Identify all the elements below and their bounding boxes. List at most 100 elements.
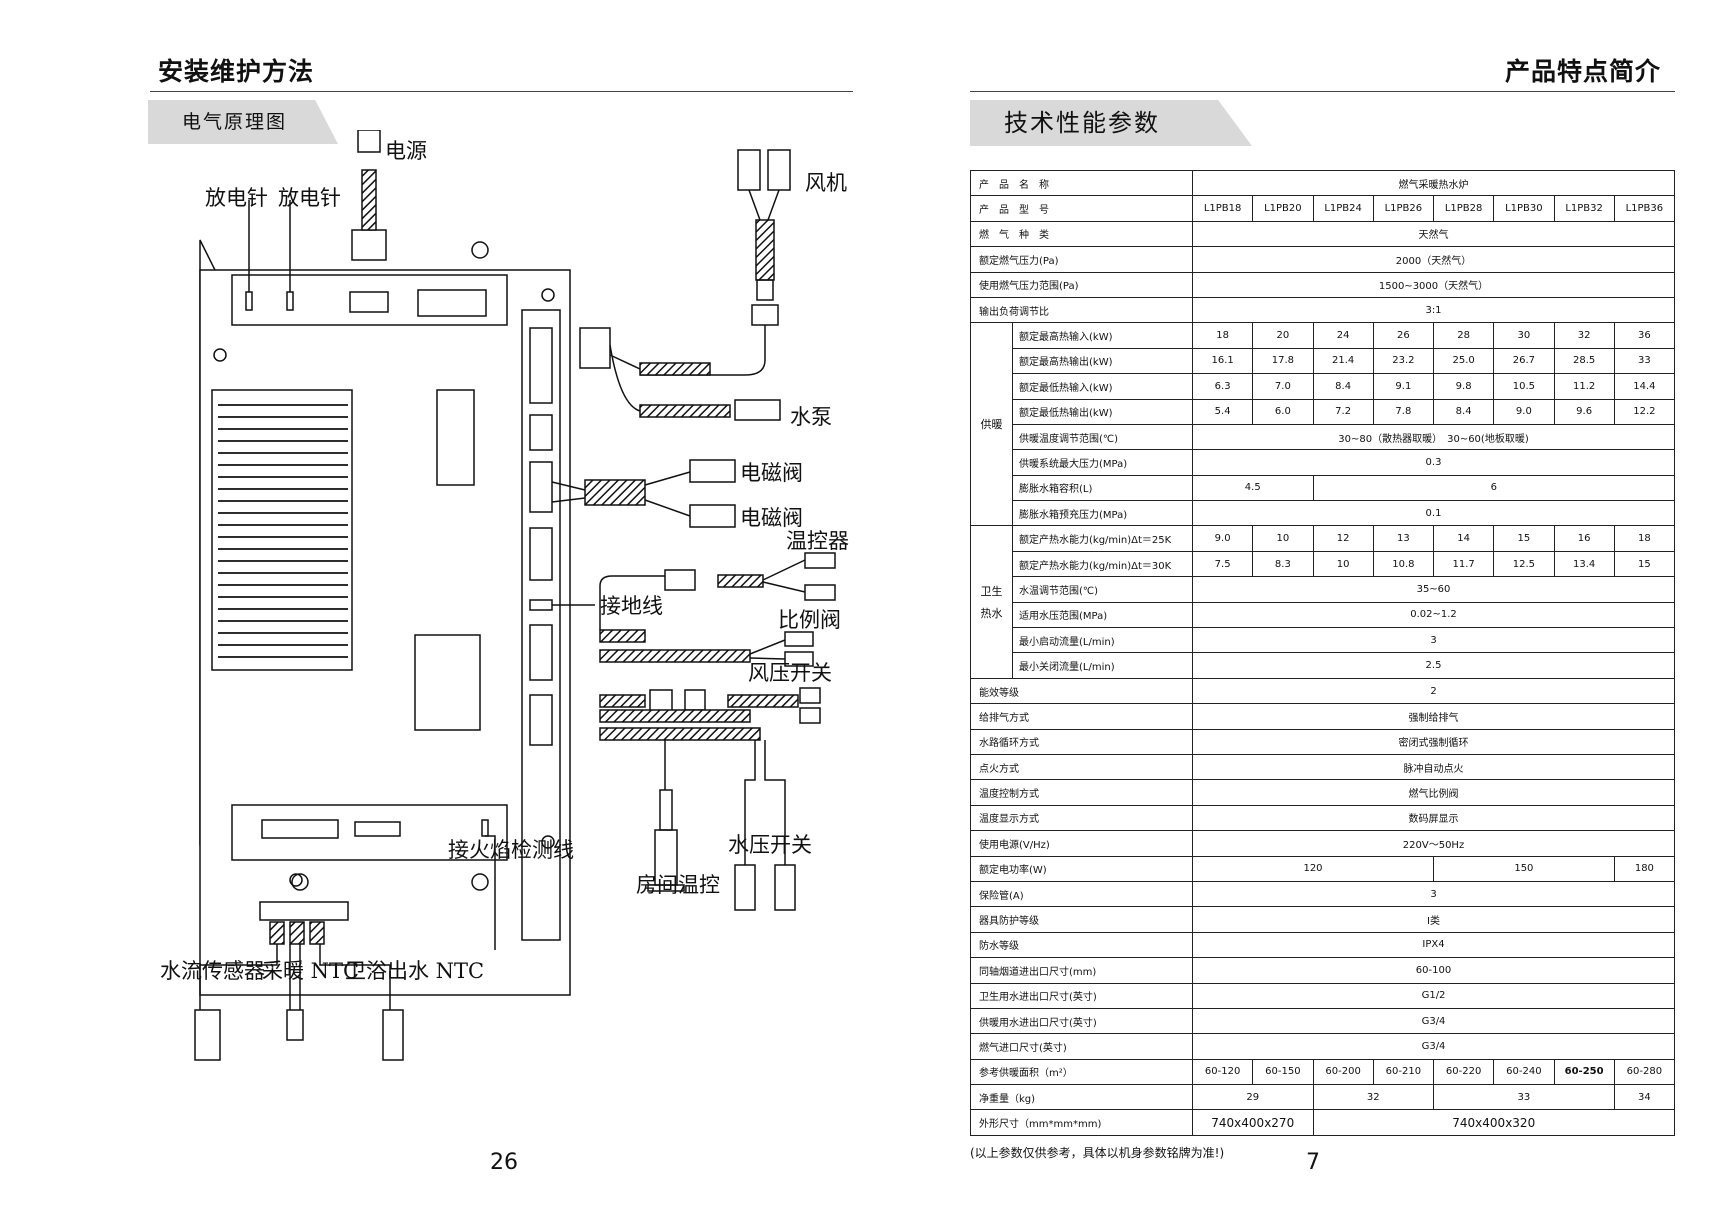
- cell-value: 18: [1613, 525, 1676, 552]
- row-label: 水温调节范围(℃): [1012, 576, 1193, 603]
- cell-value: 60-220: [1432, 1058, 1495, 1086]
- cell-value: 16.1: [1191, 347, 1254, 375]
- cell-value: 9.8: [1432, 373, 1495, 400]
- table-row: 点火方式 脉冲自动点火: [970, 753, 1675, 781]
- cell-value: 150: [1433, 855, 1615, 882]
- cell-value: 3: [1192, 880, 1675, 908]
- cell-value: 7.5: [1191, 550, 1254, 578]
- left-page-number: 26: [490, 1150, 518, 1175]
- table-row: 适用水压范围(MPa) 0.02~1.2: [971, 601, 1675, 629]
- cell-value: 2.5: [1192, 652, 1675, 679]
- table-row: 器具防护等级 I类: [970, 906, 1675, 933]
- cell-value: 3: [1192, 627, 1675, 654]
- cell-value: 1500~3000（天然气）: [1192, 271, 1675, 298]
- label-power: 电源: [385, 139, 427, 163]
- cell-value: G1/2: [1192, 982, 1675, 1009]
- table-row: 额定燃气压力(Pa) 2000（天然气）: [970, 246, 1675, 273]
- right-page-header: 产品特点简介: [1505, 57, 1662, 86]
- row-label: 额定最低热输出(kW): [1012, 398, 1193, 425]
- label-pump: 水泵: [790, 405, 832, 429]
- row-label: 防水等级: [970, 931, 1193, 959]
- cell-value: 10: [1312, 550, 1374, 578]
- row-label: 卫生用水进出口尺寸(英寸): [970, 982, 1193, 1009]
- cell-value: 9.6: [1553, 398, 1615, 425]
- label-valve-2: 电磁阀: [740, 506, 803, 530]
- cell-value: 9.1: [1372, 373, 1435, 400]
- row-label: 器具防护等级: [970, 906, 1193, 933]
- row-label: 给排气方式: [970, 703, 1193, 730]
- table-row: 卫生 热水 额定产热水能力(kg/min)Δt＝25K 9.0 10 12 13…: [970, 525, 1676, 679]
- cell-value: 35~60: [1192, 576, 1675, 603]
- cell-model: L1PB18: [1191, 195, 1254, 222]
- cell-value: 13: [1372, 525, 1435, 552]
- right-page-number: 7: [1306, 1150, 1320, 1175]
- label-water-pressure-switch: 水压开关: [728, 833, 812, 857]
- cell-value: 11.2: [1553, 373, 1615, 400]
- cell-value: 5.4: [1191, 398, 1254, 425]
- cell-value: 23.2: [1372, 347, 1435, 375]
- cell-value: 14: [1432, 525, 1495, 552]
- label-igniter-1: 放电针: [205, 186, 268, 210]
- label-dhw-ntc: 卫浴出水 NTC: [345, 959, 484, 983]
- label-flow-sensor: 水流传感器: [160, 959, 265, 983]
- table-row: 膨胀水箱容积(L) 4.5 6: [971, 474, 1675, 502]
- cell-value: 11.7: [1432, 550, 1495, 578]
- row-label: 外形尺寸（mm*mm*mm): [970, 1109, 1193, 1136]
- cell-value: 2000（天然气）: [1192, 246, 1675, 273]
- cell-value: G3/4: [1192, 1007, 1675, 1035]
- cell-value: 8.4: [1432, 398, 1495, 425]
- table-row: 最小关闭流量(L/min) 2.5: [971, 652, 1675, 679]
- table-row: 能效等级 2: [970, 677, 1675, 705]
- cell-value: 30~80（散热器取暖） 30~60(地板取暖): [1192, 423, 1675, 451]
- cell-value: 60-240: [1493, 1058, 1555, 1086]
- table-row: 燃 气 种 类 天然气: [970, 220, 1675, 248]
- left-section-title: 电气原理图: [182, 111, 288, 133]
- row-label: 燃 气 种 类: [970, 220, 1193, 248]
- cell-value: 60-120: [1191, 1058, 1254, 1086]
- cell-value: 21.4: [1312, 347, 1374, 375]
- cell-value: 8.3: [1252, 550, 1314, 578]
- cell-value: 6.3: [1191, 373, 1254, 400]
- cell-value: 17.8: [1252, 347, 1314, 375]
- cell-value: 16: [1553, 525, 1615, 552]
- label-flame-sense-lead: 接火焰检测线: [448, 838, 574, 862]
- label-room-thermostat: 房间温控: [636, 873, 720, 897]
- cell-value: 燃气采暖热水炉: [1192, 169, 1675, 197]
- cell-value: 0.02~1.2: [1192, 601, 1675, 629]
- table-row: 卫生用水进出口尺寸(英寸) G1/2: [970, 982, 1675, 1009]
- group-dhw-line1: 卫生: [980, 585, 1003, 599]
- cell-value: 60-150: [1252, 1058, 1314, 1086]
- table-row: 供暖温度调节范围(℃) 30~80（散热器取暖） 30~60(地板取暖): [971, 423, 1675, 451]
- cell-value: 60-280: [1613, 1058, 1676, 1086]
- row-label: 点火方式: [970, 753, 1193, 781]
- row-label: 参考供暖面积（m²）: [970, 1058, 1193, 1086]
- cell-value: 强制给排气: [1192, 703, 1675, 730]
- table-row: 额定最高热输出(kW) 16.1 17.8 21.4 23.2 25.0 26.…: [971, 347, 1676, 375]
- cell-value: 26.7: [1493, 347, 1555, 375]
- group-heating: 供暖: [970, 322, 1013, 527]
- cell-value: 36: [1613, 322, 1676, 349]
- cell-value: 7.0: [1252, 373, 1314, 400]
- group-dhw: 卫生 热水: [970, 525, 1013, 679]
- table-row: 外形尺寸（mm*mm*mm) 740x400x270 740x400x320: [970, 1109, 1675, 1136]
- cell-value: 220V～50Hz: [1192, 830, 1675, 857]
- row-label: 燃气进口尺寸(英寸): [970, 1033, 1193, 1060]
- row-label: 使用燃气压力范围(Pa): [970, 271, 1193, 298]
- cell-model: L1PB26: [1372, 195, 1435, 222]
- table-row: 额定最低热输入(kW) 6.3 7.0 8.4 9.1 9.8 10.5 11.…: [971, 373, 1676, 400]
- left-page-header: 安装维护方法: [158, 57, 315, 86]
- cell-value: 20: [1252, 322, 1314, 349]
- cell-value: 60-250: [1553, 1058, 1615, 1086]
- row-label: 产 品 名 称: [970, 169, 1193, 197]
- row-label: 同轴烟道进出口尺寸(mm): [970, 957, 1193, 984]
- cell-value: 33: [1433, 1084, 1615, 1111]
- cell-value: 26: [1372, 322, 1435, 349]
- table-row: 燃气进口尺寸(英寸) G3/4: [970, 1033, 1675, 1060]
- label-fan: 风机: [805, 171, 847, 195]
- cell-value: G3/4: [1192, 1033, 1675, 1060]
- cell-value: 10: [1252, 525, 1314, 552]
- cell-value: 180: [1613, 855, 1676, 882]
- right-header-rule: [970, 91, 1675, 92]
- row-label: 净重量（kg): [970, 1084, 1193, 1111]
- cell-value: 4.5: [1192, 474, 1314, 502]
